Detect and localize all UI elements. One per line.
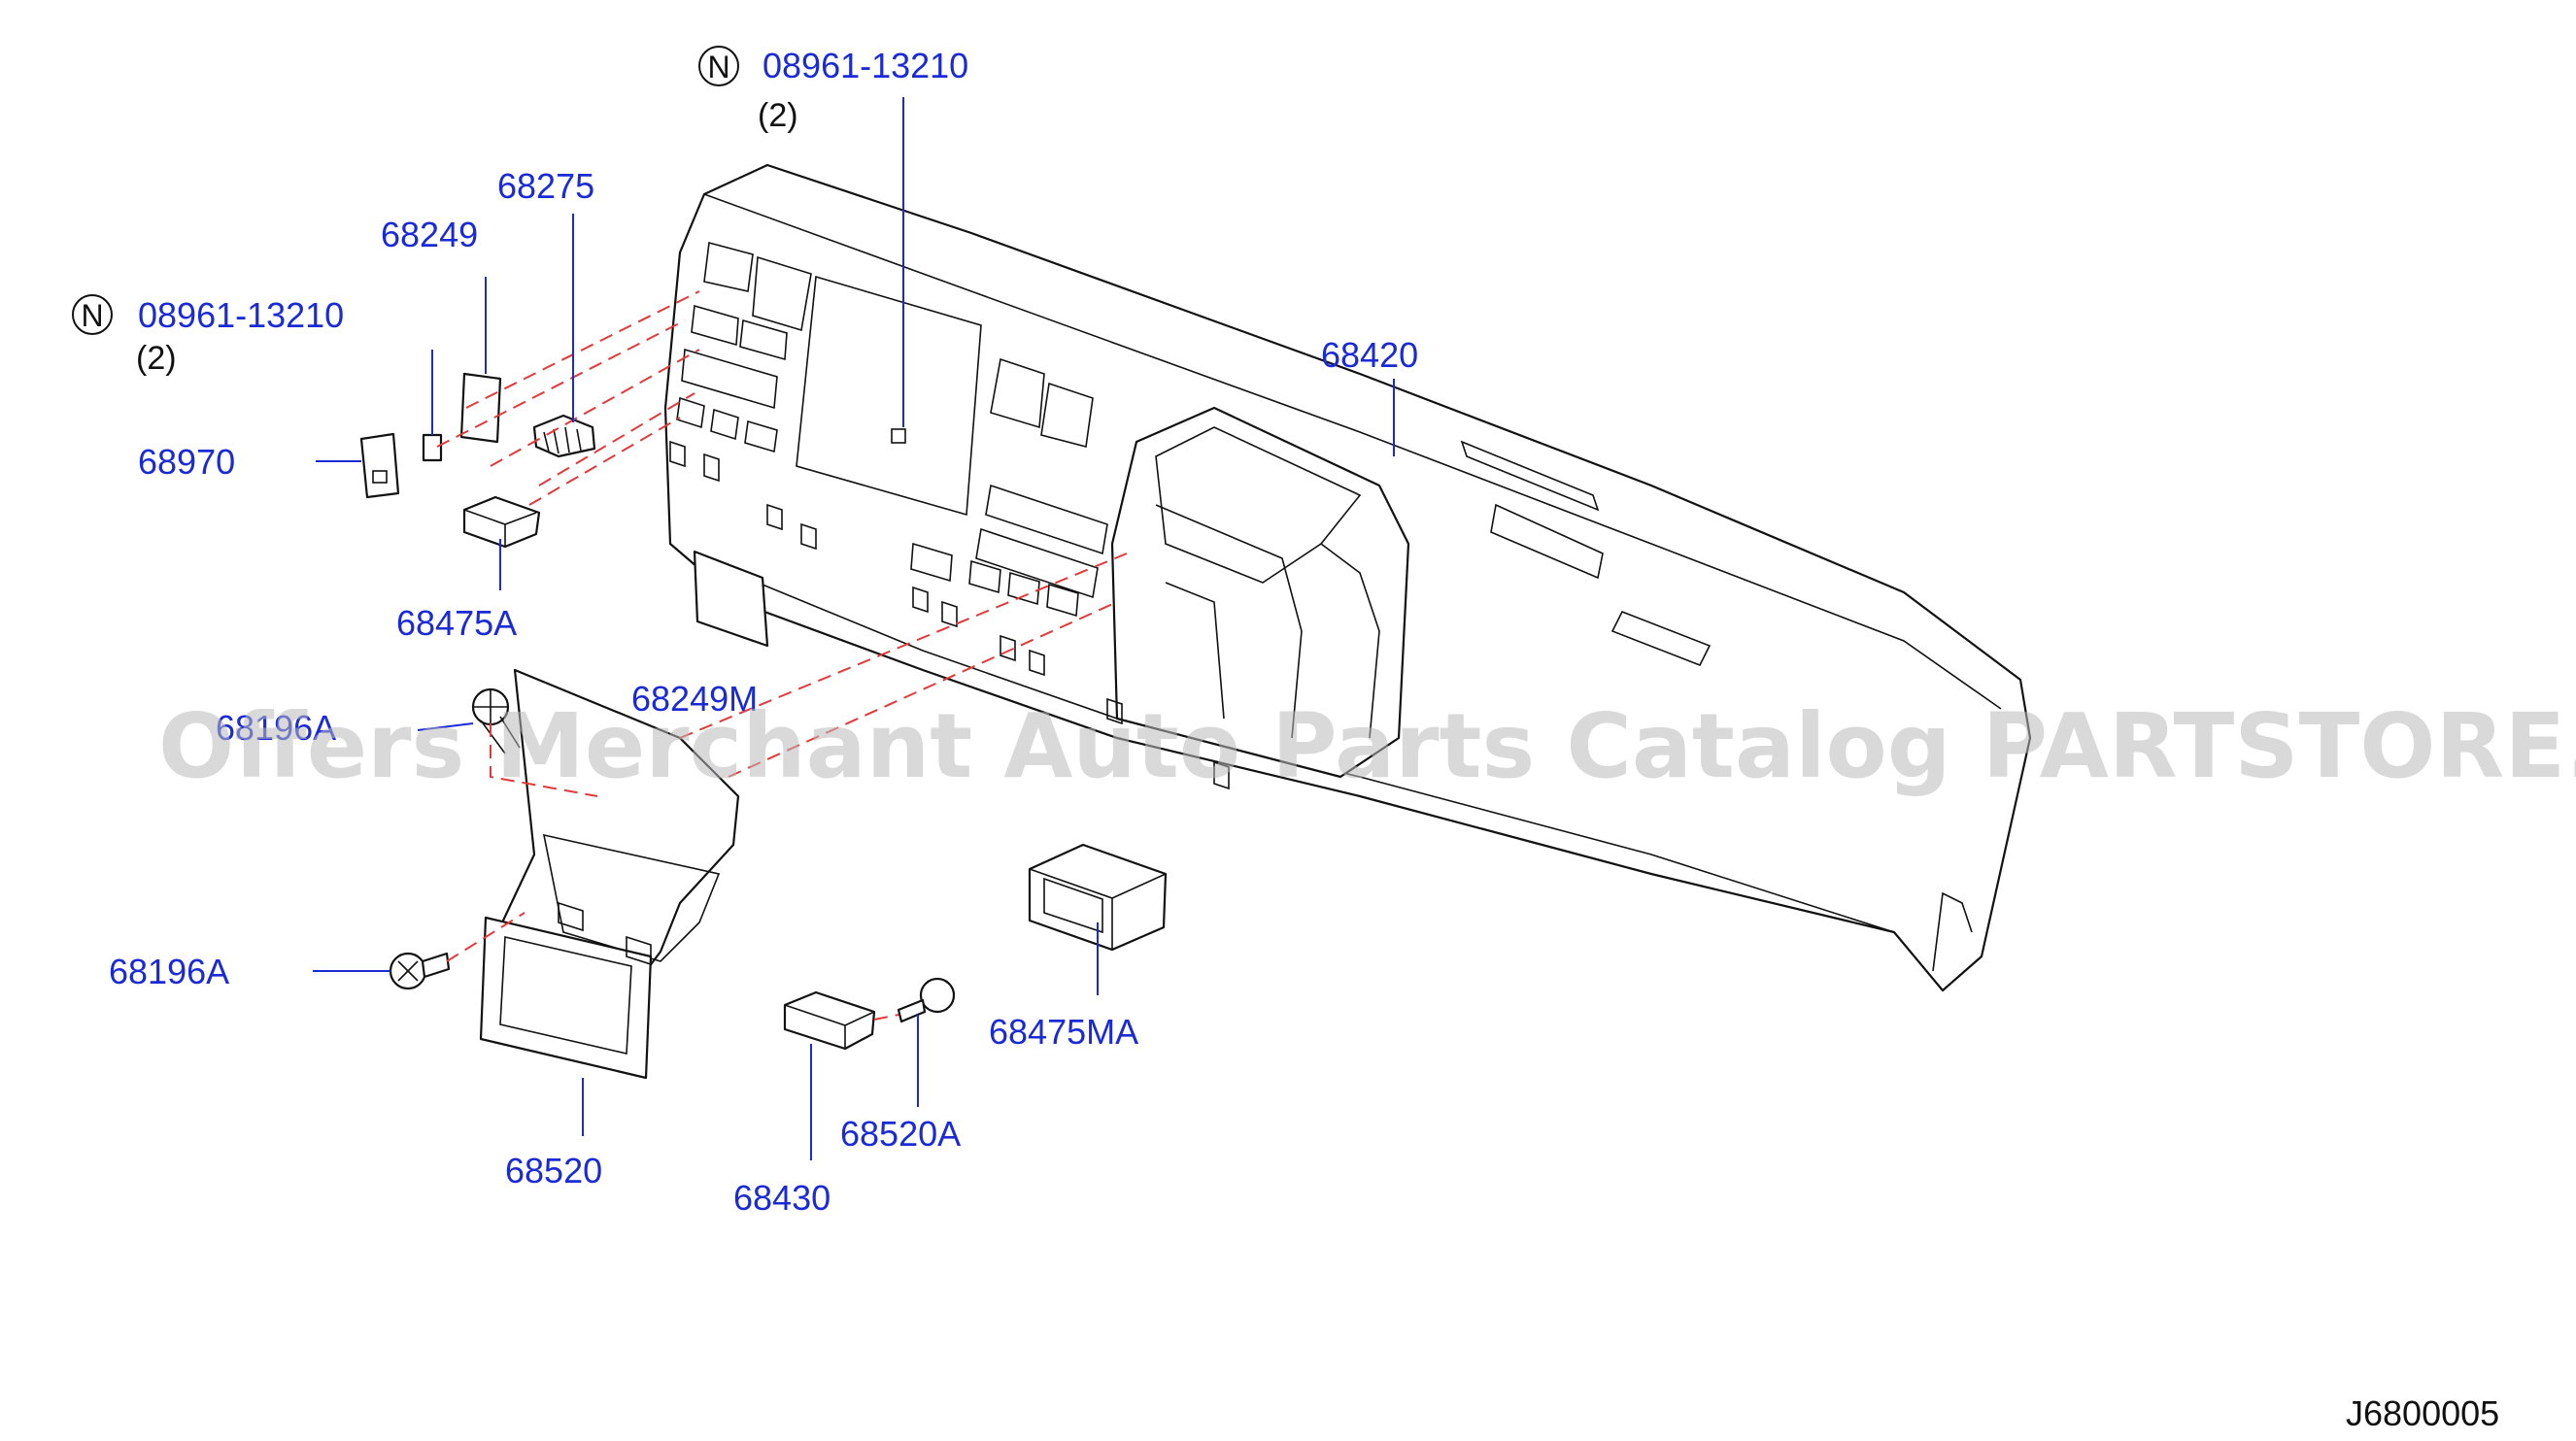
label-68430: 68430	[733, 1178, 830, 1218]
label-68475A: 68475A	[396, 603, 517, 643]
diagram-code: J6800005	[2346, 1393, 2499, 1433]
svg-text:N: N	[707, 50, 729, 84]
label-08961-13210-top: 08961-13210	[763, 46, 968, 85]
label-68970: 68970	[138, 442, 235, 482]
part-68249-small	[422, 433, 443, 462]
part-68970-cover	[359, 432, 400, 499]
part-68249M-plate	[693, 550, 769, 648]
label-68520: 68520	[505, 1151, 602, 1190]
part-68475A-pocket	[462, 495, 541, 549]
n-symbol-left: N	[72, 294, 113, 335]
label-68249: 68249	[381, 215, 478, 254]
part-68249-plate	[459, 372, 502, 444]
dashboard-panel	[663, 163, 2032, 992]
label-68249M: 68249M	[631, 679, 758, 719]
qty-left: (2)	[136, 340, 177, 377]
label-08961-13210-left: 08961-13210	[138, 295, 344, 335]
svg-text:N: N	[81, 298, 103, 333]
part-68275-vent	[532, 414, 596, 458]
label-68475MA: 68475MA	[989, 1012, 1138, 1052]
n-symbol-top: N	[698, 46, 739, 86]
label-68196A-top: 68196A	[216, 708, 336, 748]
part-68196A-screw-bottom	[389, 952, 451, 990]
qty-top: (2)	[758, 97, 798, 134]
label-68196A: 68196A	[109, 952, 229, 991]
leader-lines	[313, 97, 1395, 1160]
part-68520A-screw	[897, 977, 956, 1023]
label-68420: 68420	[1321, 335, 1418, 375]
assembly-guides	[436, 290, 1128, 1021]
part-68520-finisher	[479, 668, 740, 1080]
label-68275: 68275	[497, 166, 594, 206]
part-68196A-screw-top	[471, 687, 521, 754]
watermark: Offers Merchant Auto Parts Catalog PARTS…	[158, 694, 2576, 798]
label-68520A: 68520A	[840, 1114, 961, 1154]
